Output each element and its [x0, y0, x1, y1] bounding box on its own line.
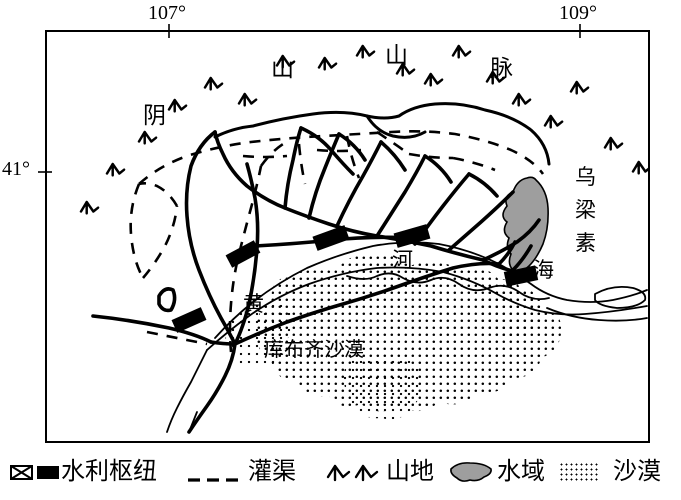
legend-item-canal: 灌渠: [187, 460, 296, 484]
mountain-symbols: [79, 44, 648, 215]
solid-block-icon: [37, 465, 59, 479]
legend-label-canal: 灌渠: [248, 459, 296, 485]
label-mountain-yin: 阴: [143, 103, 166, 128]
legend-item-water-body: 水域: [448, 460, 545, 484]
legend-label-water-body: 水域: [497, 459, 545, 485]
legend-item-water-hub: 水利枢纽: [10, 460, 157, 484]
label-mountain-mai: 脉: [490, 56, 513, 81]
label-mountain-shan-1: 山: [271, 56, 294, 81]
map-frame: 阴 山 山 脉 乌 梁 素 海 黄 河 库布齐沙漠: [45, 30, 650, 443]
legend-item-desert: 沙漠: [559, 460, 661, 484]
label-lake-su: 素: [575, 231, 596, 255]
sand-dots-icon: [559, 462, 599, 482]
water-body-icon: [448, 460, 494, 484]
river-bank-thin: [166, 241, 648, 433]
dashed-line-icon: [187, 470, 239, 482]
label-river-he: 河: [392, 248, 413, 272]
longitude-label-107: 107°: [148, 2, 186, 24]
longitude-label-109: 109°: [559, 2, 597, 24]
desert-area: [225, 252, 562, 420]
label-lake-liang: 梁: [575, 198, 596, 222]
water-hub-markers: [171, 224, 539, 333]
label-lake-wu: 乌: [575, 165, 596, 189]
irrigation-canals: [129, 130, 545, 353]
label-desert-kubuqi: 库布齐沙漠: [264, 339, 364, 361]
label-mountain-shan-2: 山: [385, 43, 408, 68]
map-legend: 水利枢纽 灌渠 山地: [10, 452, 671, 492]
label-lake-hai: 海: [533, 258, 554, 282]
latitude-label-41: 41°: [2, 158, 30, 180]
map-graphics: [79, 44, 648, 434]
legend-label-water-hub: 水利枢纽: [61, 459, 157, 485]
crossed-box-icon: [10, 464, 33, 480]
river-network: [91, 126, 541, 434]
mountain-front-outline: [213, 102, 551, 166]
legend-label-mountain: 山地: [386, 459, 434, 485]
mountain-icon: [326, 461, 382, 483]
legend-item-mountain: 山地: [326, 460, 434, 484]
label-river-huang: 黄: [243, 292, 264, 316]
legend-label-desert: 沙漠: [613, 459, 661, 485]
